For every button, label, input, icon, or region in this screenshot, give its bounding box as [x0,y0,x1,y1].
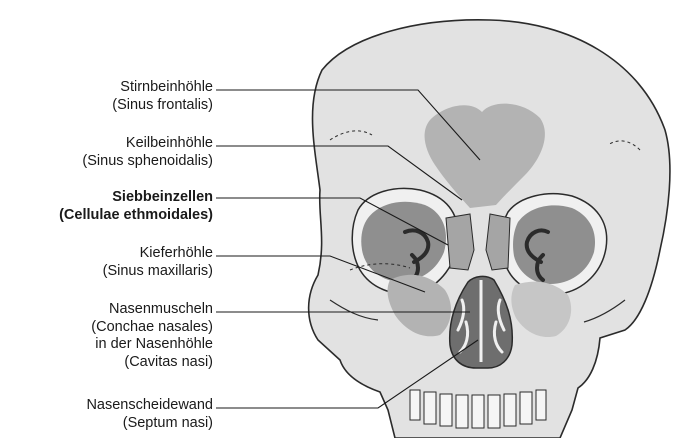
label-conchae-line-2: (Conchae nasales) [91,319,213,337]
label-ethmoid-line-1: Siebbeinzellen [59,189,213,207]
label-maxillary-sinus: Kieferhöhle (Sinus maxillaris) [103,245,213,280]
label-conchae-line-1: Nasenmuscheln [91,301,213,319]
ethmoid-cells-right [486,214,510,270]
ethmoid-cells [446,214,474,270]
label-sphenoid-sinus: Keilbeinhöhle (Sinus sphenoidalis) [82,135,213,170]
label-conchae-line-4: (Cavitas nasi) [91,354,213,372]
label-septum-line-1: Nasenscheidewand [86,397,213,415]
label-maxillary-line-1: Kieferhöhle [103,245,213,263]
teeth [410,390,546,428]
label-sphenoid-line-1: Keilbeinhöhle [82,135,213,153]
label-nasal-conchae: Nasenmuscheln (Conchae nasales) in der N… [91,301,213,371]
label-frontal-line-1: Stirnbeinhöhle [112,79,213,97]
label-ethmoid-line-2: (Cellulae ethmoidales) [59,207,213,225]
label-ethmoid-cells: Siebbeinzellen (Cellulae ethmoidales) [59,189,213,224]
label-sphenoid-line-2: (Sinus sphenoidalis) [82,153,213,171]
label-septum-line-2: (Septum nasi) [86,415,213,433]
label-conchae-line-3: in der Nasenhöhle [91,336,213,354]
label-frontal-line-2: (Sinus frontalis) [112,97,213,115]
label-nasal-septum: Nasenscheidewand (Septum nasi) [86,397,213,432]
label-frontal-sinus: Stirnbeinhöhle (Sinus frontalis) [112,79,213,114]
label-maxillary-line-2: (Sinus maxillaris) [103,263,213,281]
